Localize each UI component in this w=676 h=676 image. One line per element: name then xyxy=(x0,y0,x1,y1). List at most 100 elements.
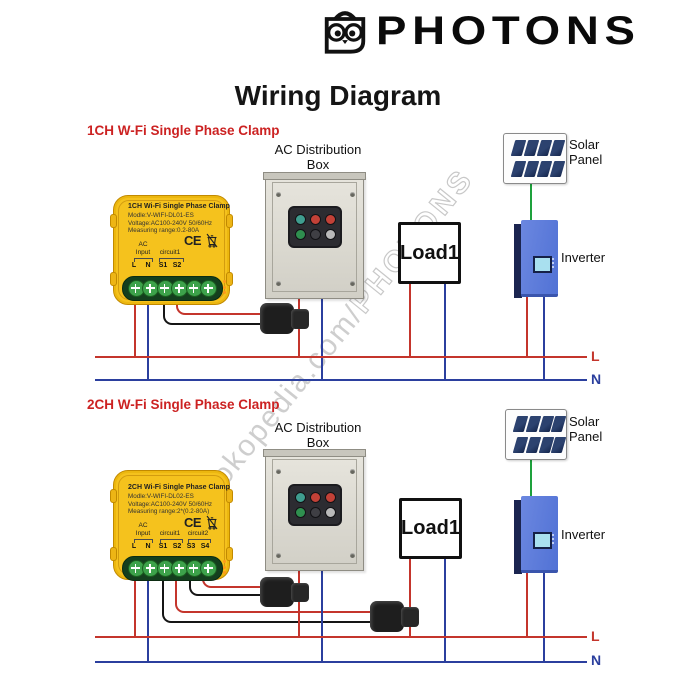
group-bracket xyxy=(134,258,153,262)
inverter xyxy=(514,220,564,300)
inverter-led xyxy=(552,262,554,264)
group-bracket xyxy=(188,539,211,543)
ct-clamp-jaw xyxy=(291,309,309,329)
indicator-dot xyxy=(325,507,336,518)
wire-load-neutral xyxy=(444,284,446,380)
mount-tab xyxy=(110,214,117,228)
wire-device-neutral xyxy=(147,303,149,381)
wire-ct-s4 xyxy=(202,578,263,588)
status-led xyxy=(223,571,226,574)
indicator-dot xyxy=(295,214,306,225)
wire-inverter-live xyxy=(526,293,528,358)
terminal-label-s2: S2 xyxy=(172,543,182,550)
wire-inverter-neutral xyxy=(543,293,545,381)
status-led xyxy=(223,560,226,563)
terminal-screw xyxy=(142,280,159,297)
wire-acbox-neutral xyxy=(321,569,323,663)
inverter-label: Inverter xyxy=(561,250,606,265)
ce-mark: CE xyxy=(184,515,202,530)
mount-tab xyxy=(226,547,233,561)
box-screw xyxy=(350,469,355,474)
indicator-dot xyxy=(310,492,321,503)
solar-label: Solar Panel xyxy=(569,137,603,167)
inverter-screen xyxy=(533,256,552,273)
inverter-side xyxy=(514,224,522,298)
terminal-label-n: N xyxy=(145,262,151,269)
circuit1-label: circuit1 xyxy=(159,529,181,537)
inverter-side xyxy=(514,500,522,574)
ct-clamp xyxy=(260,303,294,334)
mount-tab xyxy=(226,272,233,286)
bus-live xyxy=(95,356,587,358)
wire-load-live xyxy=(409,558,411,638)
bus-label-l: L xyxy=(591,628,600,644)
inverter-led xyxy=(552,534,554,536)
wire-ct-s2 xyxy=(176,303,262,315)
group-bracket xyxy=(159,258,184,262)
box-screw xyxy=(276,281,281,286)
acbox-lid xyxy=(263,449,366,457)
ct-clamp-jaw xyxy=(291,583,309,602)
mount-tab xyxy=(226,489,233,503)
terminal-label-s1: S1 xyxy=(158,543,168,550)
terminal-screw xyxy=(200,560,217,577)
indicator-dot xyxy=(325,229,336,240)
load-box: Load1 xyxy=(399,498,462,559)
load-box: Load1 xyxy=(398,222,461,284)
wire-device-neutral xyxy=(147,578,149,663)
mount-tab xyxy=(110,272,117,286)
ac-group-label: Input xyxy=(135,248,151,256)
ac-distribution-box xyxy=(263,172,366,299)
device-model: Modle:V-WIFI-DL02-ES xyxy=(128,493,194,500)
ct-clamp-circuit-b xyxy=(370,601,404,632)
terminal-block xyxy=(122,276,223,301)
inverter-led xyxy=(552,266,554,268)
solar-cell xyxy=(549,161,566,177)
terminal-label-s2: S2 xyxy=(172,262,182,269)
box-screw xyxy=(350,553,355,558)
solar-panel xyxy=(503,133,567,184)
inverter-label: Inverter xyxy=(561,527,606,542)
wire-ct-s3 xyxy=(189,578,263,596)
indicator-dot xyxy=(295,492,306,503)
acbox-lid xyxy=(263,172,366,180)
terminal-label-s1: S1 xyxy=(158,262,168,269)
solar-panel xyxy=(505,409,567,460)
wire-load-live xyxy=(409,284,411,357)
inverter-led xyxy=(552,258,554,260)
wire-pv-dc xyxy=(530,182,532,221)
terminal-screw xyxy=(127,560,145,577)
status-led xyxy=(223,280,226,283)
box-screw xyxy=(350,281,355,286)
bus-live xyxy=(95,636,587,638)
circuit2-label: circuit2 xyxy=(187,529,209,537)
terminal-label-l: L xyxy=(131,543,137,550)
inverter-led xyxy=(552,542,554,544)
terminal-block xyxy=(122,556,223,581)
ce-mark: CE xyxy=(184,233,202,248)
device-voltage: Voltage:AC100-240V 50/60Hz xyxy=(128,500,213,508)
device-voltage: Voltage:AC100-240V 50/60Hz xyxy=(128,219,213,227)
indicator-dot xyxy=(295,507,306,518)
ct-clamp-circuit-a xyxy=(260,577,294,607)
wire-device-live xyxy=(134,578,136,638)
device-title: 2CH Wi-Fi Single Phase Clamp xyxy=(128,484,230,491)
terminal-screw xyxy=(200,280,217,297)
wire-pv-dc xyxy=(530,458,532,497)
ac-distribution-box xyxy=(263,449,366,571)
brand-wordmark: PHOTONS xyxy=(376,9,641,53)
ac-group-label: Input xyxy=(135,529,151,537)
indicator-dot xyxy=(325,492,336,503)
status-led xyxy=(223,565,226,569)
wire-ct-s2 xyxy=(175,578,373,613)
indicator-dot xyxy=(325,214,336,225)
ac-group-label: AC xyxy=(138,522,148,529)
terminal-label-s4: S4 xyxy=(200,543,210,550)
solar-label: Solar Panel xyxy=(569,414,603,444)
status-led xyxy=(223,285,226,289)
device-1ch-clamp: 1CH Wi-Fi Single Phase Clamp Modle:V-WIF… xyxy=(110,195,233,305)
acbox-label: AC Distribution Box xyxy=(274,142,362,172)
device-model: Modle:V-WIFI-DL01-ES xyxy=(128,212,194,219)
ct-clamp-jaw xyxy=(401,607,419,627)
terminal-label-s3: S3 xyxy=(186,543,196,550)
